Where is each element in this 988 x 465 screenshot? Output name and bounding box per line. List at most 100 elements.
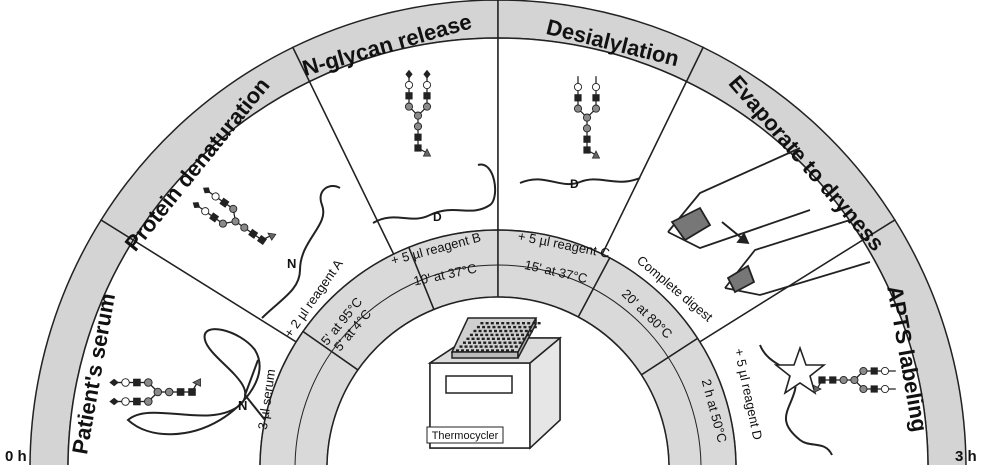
galactose-circle xyxy=(201,207,210,216)
tubes-illustration xyxy=(667,147,871,296)
plate-well xyxy=(471,349,474,352)
mannose-circle xyxy=(850,375,859,385)
plate-well xyxy=(491,349,494,352)
glycan-labeled xyxy=(813,366,896,394)
plate-well xyxy=(490,333,494,337)
mannose-circle xyxy=(218,219,227,228)
plate-well xyxy=(473,329,477,333)
plate-well xyxy=(473,341,477,344)
plate-well xyxy=(515,333,519,337)
plate-well xyxy=(497,325,501,329)
serum-protein-illustration: N xyxy=(109,328,266,436)
glcnac-square xyxy=(574,94,582,102)
labeled-glycan-illustration: D xyxy=(759,344,896,456)
plate-well xyxy=(508,341,512,344)
plate-well xyxy=(483,329,487,333)
galactose-circle xyxy=(591,82,601,92)
plate-well xyxy=(486,349,489,352)
glcnac-square xyxy=(818,376,826,384)
plate-well xyxy=(509,329,513,333)
plate-well xyxy=(496,337,500,340)
plate-well xyxy=(502,337,506,340)
plate-well xyxy=(532,322,536,325)
plate-well xyxy=(489,345,493,348)
plate-well xyxy=(482,325,486,329)
plate-well xyxy=(522,322,525,325)
svg-text:D: D xyxy=(570,177,579,191)
plate-well xyxy=(481,349,484,352)
plate-well xyxy=(516,322,520,325)
sialic-acid-diamond xyxy=(109,397,119,406)
plate-well xyxy=(522,337,526,340)
fucose-triangle xyxy=(813,384,822,394)
mannose-circle xyxy=(144,378,153,387)
plate-well xyxy=(506,349,509,352)
time-start: 0 h xyxy=(5,448,27,465)
plate-well xyxy=(491,337,495,340)
glcnac-square xyxy=(870,385,878,393)
fucose-triangle xyxy=(422,148,432,157)
plate-well xyxy=(486,337,490,340)
sialic-acid-diamond xyxy=(192,202,201,208)
glcnac-square xyxy=(423,92,431,100)
glcnac-square xyxy=(133,397,141,406)
mannose-circle xyxy=(404,102,414,111)
mannose-circle xyxy=(859,384,868,394)
sialic-acid-diamond xyxy=(203,187,211,194)
free-glycan-b-illustration: D xyxy=(372,69,497,224)
plate-well xyxy=(526,333,530,337)
plate-well xyxy=(500,333,504,337)
plate-well xyxy=(474,345,478,348)
plate-well xyxy=(485,333,489,337)
fucose-triangle xyxy=(591,150,601,159)
time-end: 3 h xyxy=(955,448,977,465)
thermocycler-illustration: Thermocycler xyxy=(426,317,563,450)
plate-well xyxy=(466,337,470,340)
glcnac-square xyxy=(829,376,837,384)
plate-well xyxy=(479,345,483,348)
mannose-circle xyxy=(582,124,592,133)
plate-well xyxy=(476,349,479,352)
glcnac-square xyxy=(219,197,230,208)
mannose-circle xyxy=(153,387,163,397)
plate-well xyxy=(483,341,487,344)
plate-well xyxy=(487,325,491,329)
plate-well xyxy=(506,322,510,325)
plate-well xyxy=(469,333,473,337)
glcnac-square xyxy=(870,367,878,375)
plate-well xyxy=(493,341,497,344)
mannose-circle xyxy=(229,204,238,213)
plate-well xyxy=(523,325,527,329)
glcnac-square xyxy=(176,388,185,396)
plate-well xyxy=(488,329,492,333)
plate-well xyxy=(462,341,466,344)
plate-well xyxy=(511,349,514,352)
plate-well xyxy=(476,325,480,329)
plate-well xyxy=(499,329,503,333)
galactose-circle xyxy=(573,82,583,92)
plate-well xyxy=(510,333,514,337)
plate-well xyxy=(499,345,503,348)
plate-well xyxy=(509,345,513,348)
glycan-released xyxy=(404,69,432,157)
svg-text:N: N xyxy=(287,256,296,271)
plate-well xyxy=(456,349,459,352)
plate-well xyxy=(496,322,499,325)
glcnac-square xyxy=(133,378,141,387)
plate-well xyxy=(518,341,522,344)
plate-well xyxy=(511,322,515,325)
plate-well xyxy=(524,329,528,333)
plate-well xyxy=(513,325,517,329)
plate-well xyxy=(480,333,484,337)
mannose-circle xyxy=(413,122,423,131)
svg-text:N: N xyxy=(238,398,247,413)
plate-well xyxy=(517,337,521,340)
plate-well xyxy=(514,345,518,348)
glycan-serum xyxy=(109,378,201,406)
plate-well xyxy=(478,329,482,333)
plate-well xyxy=(504,345,508,348)
glcnac-square xyxy=(209,212,220,223)
plate-well xyxy=(503,341,507,344)
mannose-circle xyxy=(164,387,174,397)
